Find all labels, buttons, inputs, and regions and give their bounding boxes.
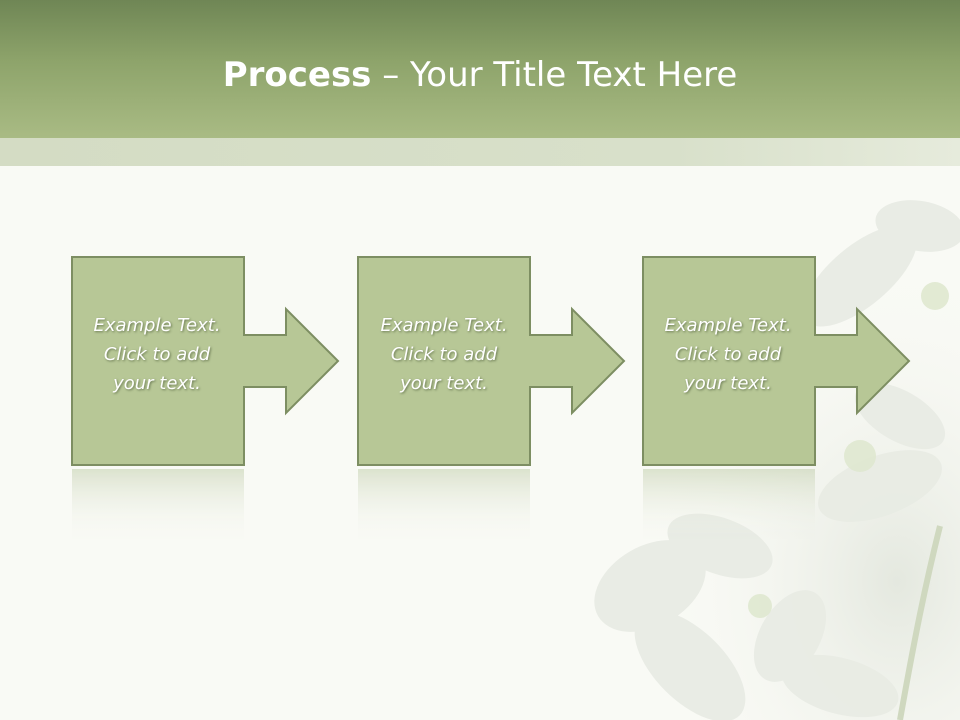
- step-1-text[interactable]: Example Text. Click to add your text.: [71, 311, 243, 398]
- step-2-box[interactable]: [357, 256, 531, 466]
- step-3-arrow-joint: [812, 336, 818, 386]
- step-1-line-2: Click to add: [103, 344, 211, 365]
- step-3-box[interactable]: [642, 256, 816, 466]
- step-3-line-1: Example Text.: [664, 315, 792, 336]
- step-2-line-1: Example Text.: [380, 315, 508, 336]
- step-2-reflection: [358, 469, 530, 539]
- step-1-arrow: [241, 306, 340, 416]
- step-3-reflection: [643, 469, 815, 539]
- title-underline-stripe: [0, 138, 960, 166]
- step-1-arrow-joint: [241, 336, 247, 386]
- step-1-reflection: [72, 469, 244, 539]
- title-bold: Process: [222, 55, 372, 95]
- step-2-arrow-joint: [527, 336, 533, 386]
- step-3-line-3: your text.: [684, 373, 772, 394]
- step-3-arrow: [812, 306, 911, 416]
- step-2-line-3: your text.: [400, 373, 488, 394]
- title-rest: – Your Title Text Here: [371, 55, 738, 95]
- step-2-text[interactable]: Example Text. Click to add your text.: [358, 311, 530, 398]
- title-bar: [0, 0, 960, 138]
- slide-title[interactable]: Process – Your Title Text Here: [0, 50, 960, 100]
- step-1-box[interactable]: [71, 256, 245, 466]
- step-3-line-2: Click to add: [674, 344, 782, 365]
- step-3-text[interactable]: Example Text. Click to add your text.: [642, 311, 814, 398]
- step-2-arrow: [527, 306, 626, 416]
- step-2-line-2: Click to add: [390, 344, 498, 365]
- step-1-line-1: Example Text.: [93, 315, 221, 336]
- step-1-line-3: your text.: [113, 373, 201, 394]
